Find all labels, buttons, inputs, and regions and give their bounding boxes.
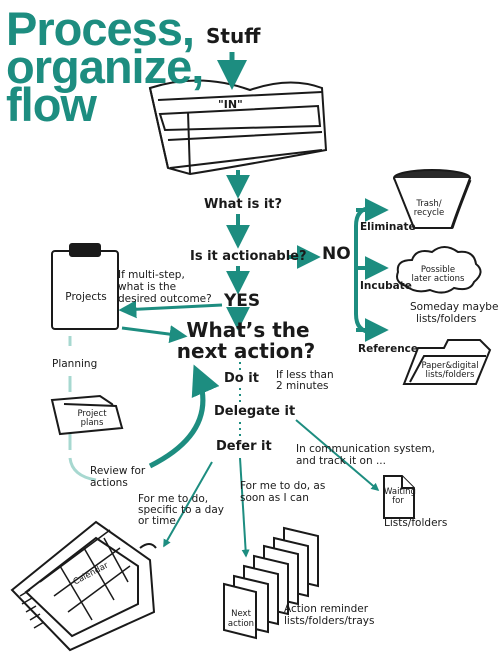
soon-note-2: soon as I can [240,492,309,504]
title-line-1: Process, [6,2,195,55]
node-next-action-2: next action? [176,339,316,363]
outcome-eliminate: Eliminate [360,221,416,233]
arrow-projects-to-next [121,325,188,344]
lists-folders-label: Lists/folders [384,517,448,529]
project-plans-label-2: plans [80,418,104,428]
projects-label: Projects [65,291,107,303]
clipboard-icon [51,243,119,330]
trash-label-1: Trash/ [416,199,442,209]
specific-note-3: or time [138,515,176,527]
possible-label-2: later actions [411,274,465,284]
arrow-yes-to-projects [118,300,223,319]
next-action-doc-label-2: action [227,619,255,629]
next-action-doc-label-1: Next [231,609,251,619]
calendar-icon [10,520,157,652]
someday-label-2: lists/folders [416,313,477,325]
trash-can-icon [393,169,472,229]
multistep-note-1: If multi-step, [118,269,185,281]
inbox-tray-icon [148,79,328,176]
specific-note-1: For me to do, [138,493,209,505]
outcome-reference: Reference [358,343,419,355]
less-than-note-2: 2 minutes [276,380,329,392]
paper-label-1: Paper&digital [421,361,479,371]
node-do-it: Do it [224,371,259,386]
specific-note-2: specific to a day [138,504,224,516]
node-yes: YES [224,291,261,311]
title-line-2: organize, [6,40,204,93]
action-reminder-label-2: lists/folders/trays [284,615,375,627]
node-delegate-it: Delegate it [214,404,296,419]
trash-label-2: recycle [413,208,445,218]
possible-label-1: Possible [420,265,456,275]
comm-note-2: and track it on ... [296,455,386,467]
stuff-label: Stuff [206,24,261,48]
node-what-is-it: What is it? [204,197,283,212]
less-than-note-1: If less than [276,369,334,381]
soon-note-1: For me to do, as [240,480,326,492]
review-label-2: actions [90,477,128,489]
multistep-note-2: what is the [118,281,177,293]
folder-icon [50,394,124,436]
inbox-label: "IN" [218,98,243,111]
project-plans-label-1: Project [77,409,107,419]
folder-icon [402,339,492,385]
multistep-note-3: desired outcome? [118,293,212,305]
review-label-1: Review for [90,465,146,477]
stacked-folders-icon [223,526,319,640]
arrow-delegate-to-waiting [295,419,380,492]
node-next-action-1: What’s the [186,318,310,342]
cloud-icon [396,246,482,294]
planning-label: Planning [52,358,98,370]
arrow-defer-to-calendar [163,461,213,548]
comm-note-1: In communication system, [296,443,435,455]
action-reminder-label-1: Action reminder [284,603,369,615]
no-branch-bracket [354,198,389,342]
document-icon [383,475,415,519]
someday-label-1: Someday maybe [410,301,499,313]
waiting-label-1: Waiting [384,487,416,497]
node-is-actionable: Is it actionable? [190,249,307,264]
title-line-3: flow [6,78,97,131]
waiting-label-2: for [392,496,404,506]
review-arrow [148,364,220,469]
node-defer-it: Defer it [216,439,272,454]
node-no: NO [322,244,351,264]
arrow-defer-to-trays [239,457,250,558]
paper-label-2: lists/folders [425,370,475,380]
outcome-incubate: Incubate [360,280,412,292]
